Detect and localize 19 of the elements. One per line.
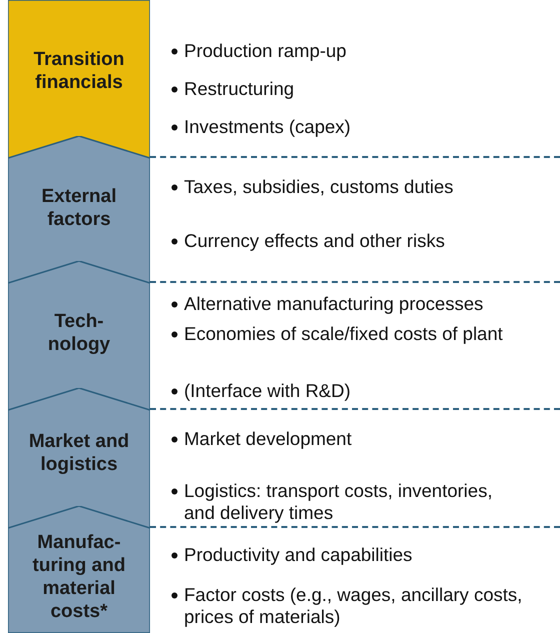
bullet-text: Logistics: transport costs, inventories, and delivery times [184, 480, 494, 524]
bullet-text: Alternative manufacturing processes [184, 293, 484, 315]
bullet-text: Factor costs (e.g., wages, ancillary costs, prices of materials) [184, 584, 524, 628]
bullet-text: Taxes, subsidies, customs duties [184, 176, 454, 198]
stage-title: Transition financials [32, 48, 126, 94]
stage-title: External factors [40, 185, 118, 231]
bullet-text: Market development [184, 428, 353, 450]
bullet-text: Economies of scale/fixed costs of plant [184, 323, 504, 345]
chevron-band [8, 506, 150, 633]
bullet-text: Currency effects and other risks [184, 230, 446, 252]
bullet-text: Production ramp-up [184, 40, 348, 62]
chevron-band [8, 0, 150, 158]
stage-title: Market and logistics [28, 430, 130, 476]
stage-title: Tech-nology [46, 310, 112, 356]
bullet-text: Investments (capex) [184, 116, 352, 138]
stage-title: Manufac-turing and material costs* [32, 531, 126, 623]
bullet-text: Restructuring [184, 78, 296, 100]
bullet-text: Productivity and capabilities [184, 544, 414, 566]
bullet-text: (Interface with R&D) [184, 380, 352, 402]
